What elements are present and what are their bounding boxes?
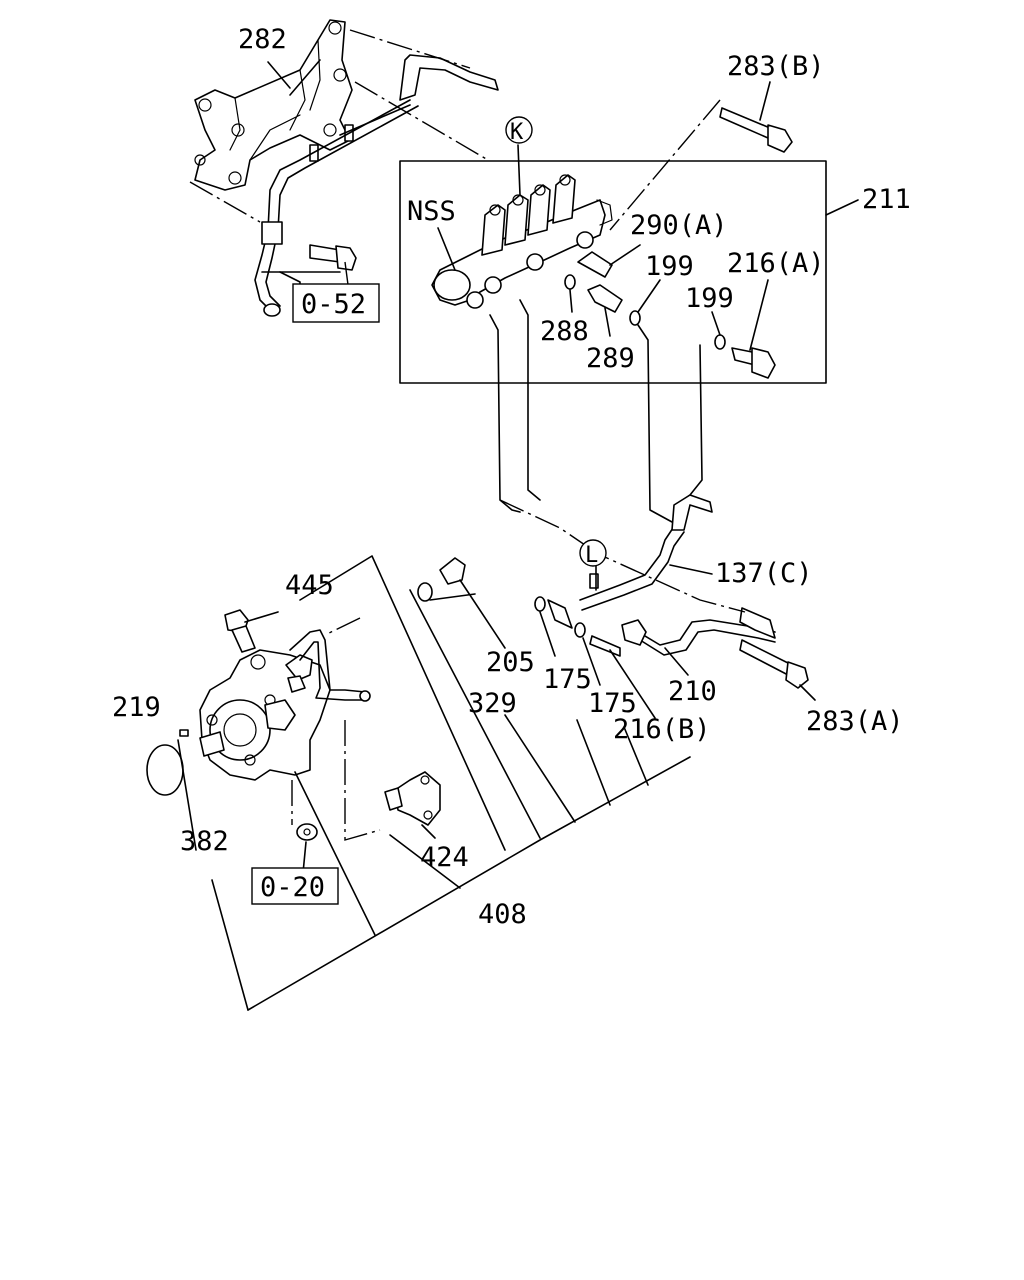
- label-199-lower: 199: [685, 283, 734, 314]
- label-290a: 290(A): [630, 210, 728, 241]
- label-424: 424: [420, 842, 469, 873]
- label-nss: NSS: [407, 196, 456, 227]
- label-0-52: 0-52: [301, 289, 366, 320]
- callout-k: K: [510, 120, 524, 145]
- label-175-right: 175: [588, 688, 637, 719]
- label-282: 282: [238, 24, 287, 55]
- label-289: 289: [586, 343, 635, 374]
- label-211: 211: [862, 184, 911, 215]
- callout-k-circle: [505, 116, 533, 144]
- label-329: 329: [468, 688, 517, 719]
- label-283b: 283(B): [727, 51, 825, 82]
- label-210: 210: [668, 676, 717, 707]
- label-199-upper: 199: [645, 251, 694, 282]
- fuel-pipes: [489, 299, 776, 656]
- callout-l-circle: [579, 539, 607, 567]
- label-219: 219: [112, 692, 161, 723]
- supply-pump-408: [179, 629, 371, 781]
- part-labels: 282 283(B) 211 NSS K 290(A) 199 216(A) 1…: [112, 24, 911, 930]
- common-rail-211: [431, 174, 776, 379]
- common-rail-box: [399, 160, 827, 384]
- bolt-0-52: [309, 244, 357, 271]
- label-288: 288: [540, 316, 589, 347]
- label-137c: 137(C): [715, 558, 813, 589]
- label-216b: 216(B): [613, 714, 711, 745]
- label-445: 445: [285, 570, 334, 601]
- nut-0-20: [296, 823, 318, 841]
- ref-box-0-52: [292, 283, 380, 323]
- o-ring-219: [146, 744, 184, 796]
- valve-424: [384, 771, 441, 826]
- callout-l: L: [585, 543, 598, 568]
- ref-box-0-20: [251, 867, 339, 905]
- label-283a: 283(A): [806, 706, 904, 737]
- label-205: 205: [486, 647, 535, 678]
- label-175-left: 175: [543, 664, 592, 695]
- leader-lines: [177, 29, 859, 1011]
- label-0-20: 0-20: [260, 872, 325, 903]
- bolt-283a: [739, 639, 809, 689]
- pump-bolt: [224, 609, 256, 653]
- bolt-283b: [719, 107, 793, 153]
- label-216a: 216(A): [727, 248, 825, 279]
- label-408: 408: [478, 899, 527, 930]
- label-382: 382: [180, 826, 229, 857]
- fittings: [417, 557, 621, 657]
